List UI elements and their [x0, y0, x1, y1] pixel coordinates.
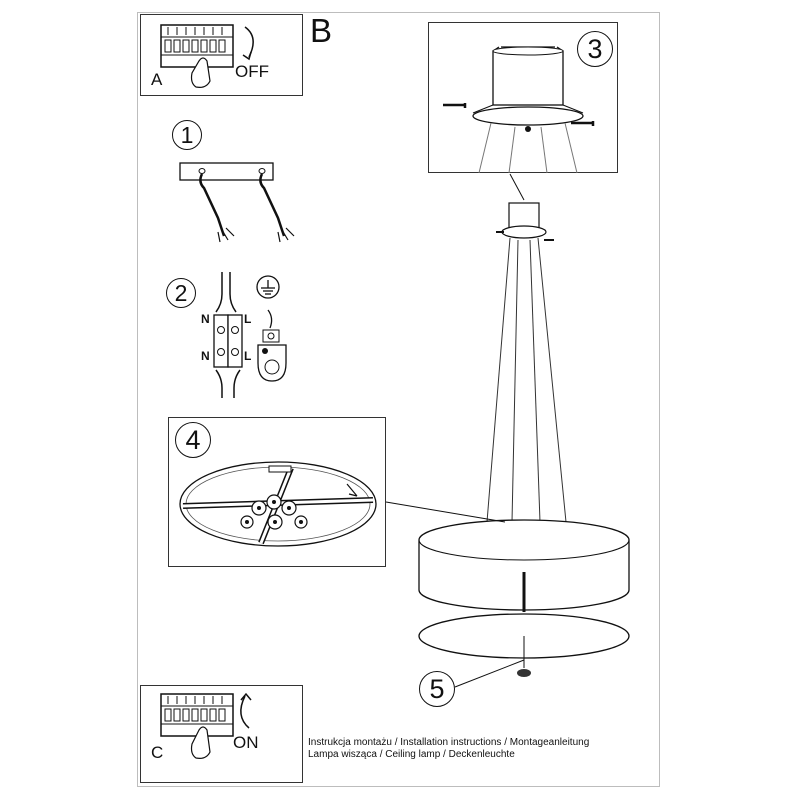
panel-c-letter: C: [151, 743, 164, 762]
caption-product: Lampa wisząca / Ceiling lamp / Deckenleu…: [308, 749, 515, 760]
breaker-panel-off-icon: [160, 24, 254, 88]
panel-b-letter: B: [310, 12, 333, 49]
wire-live-top-label: L: [244, 312, 252, 326]
step-3-marker: 3: [577, 31, 613, 67]
step-4-marker: 4: [175, 422, 211, 458]
wire-live-bottom-label: L: [244, 349, 252, 363]
wire-neutral-top-label: N: [201, 312, 210, 326]
panel-a-letter: A: [151, 70, 163, 89]
socket-cluster-icon: [179, 461, 377, 547]
step-5-marker: 5: [419, 671, 455, 707]
panel-3-canopy-detail: 3: [428, 22, 618, 174]
ceiling-canopy-icon: [443, 46, 595, 174]
panel-c-state-label: ON: [233, 733, 259, 752]
panel-a-switch-off: A OFF: [140, 14, 303, 96]
caption-instructions: Instrukcja montażu / Installation instru…: [308, 737, 590, 748]
panel-4-socket-detail: 4: [168, 417, 386, 567]
step-2-marker: 2: [166, 278, 196, 308]
breaker-panel-on-icon: [160, 692, 252, 759]
step-1-marker: 1: [172, 120, 202, 150]
instruction-sheet: [137, 12, 660, 787]
panel-a-state-label: OFF: [235, 62, 269, 81]
wire-neutral-bottom-label: N: [201, 349, 210, 363]
panel-c-switch-on: C ON: [140, 685, 303, 783]
